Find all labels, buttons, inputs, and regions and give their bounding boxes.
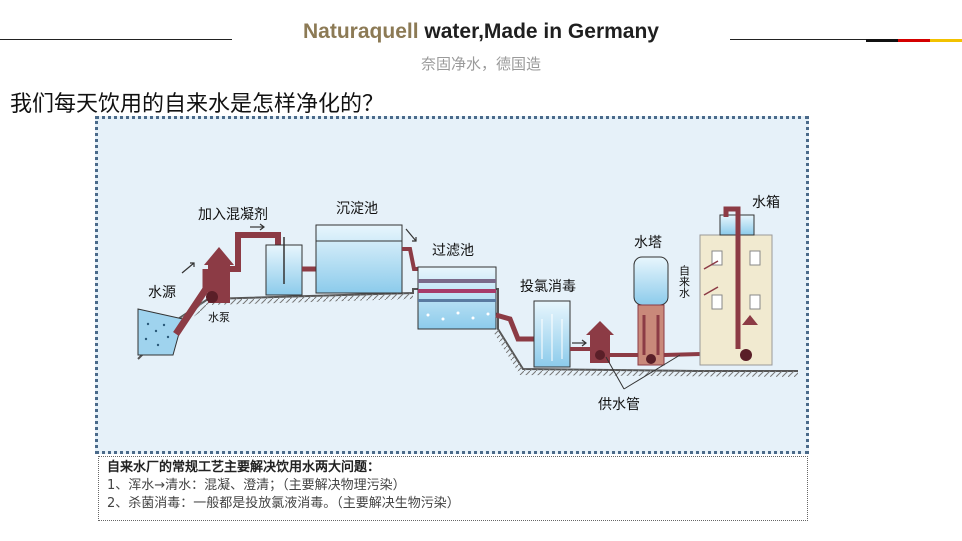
notes-heading: 自来水厂的常规工艺主要解决饮用水两大问题：: [107, 460, 381, 475]
pipe-to-chlorination: [495, 312, 534, 342]
second-pump-body: [590, 333, 610, 363]
brand-name: Naturaquell: [303, 20, 419, 43]
label-source: 水源: [148, 285, 176, 301]
filtration-tank: [417, 266, 497, 330]
title-tagline: water,Made in Germany: [418, 20, 659, 43]
label-water-tank: 水箱: [752, 195, 780, 211]
label-coagulant: 加入混凝剂: [198, 207, 268, 223]
sedimentation-tank: [315, 224, 403, 294]
german-flag-stripe-black: [866, 39, 898, 42]
building-pump: [742, 315, 758, 325]
second-pump-roof: [586, 321, 614, 335]
riser-pipe: [723, 206, 741, 349]
label-chlorination: 投氯消毒: [520, 279, 576, 295]
section-question: 我们每天饮用的自来水是怎样净化的？: [10, 92, 385, 117]
header-right-rule: [730, 39, 866, 40]
german-flag-stripe-red: [898, 39, 930, 42]
label-tap-water: 自来水: [678, 265, 691, 298]
label-supply-pipe: 供水管: [598, 397, 640, 413]
page-subtitle: 奈固净水，德国造: [420, 55, 541, 73]
german-flag-stripe-gold: [930, 39, 962, 42]
notes-box: 自来水厂的常规工艺主要解决饮用水两大问题： 1、浑水→清水：混凝、澄清；（主要解…: [98, 456, 808, 521]
ground-hatch: [178, 293, 413, 325]
pipe-to-filtration: [402, 247, 418, 271]
label-filtration: 过滤池: [432, 243, 474, 259]
water-treatment-diagram: 水源 水泵 加入混凝剂 沉淀池 过滤池 投氯消毒 水塔 水箱 供水管 自来水: [95, 116, 809, 454]
notes-item-2: 2、杀菌消毒：一般都是投放氯液消毒。（主要解决生物污染）: [107, 496, 460, 511]
flow-arrow-source: [181, 262, 195, 274]
label-water-tower: 水塔: [634, 235, 662, 251]
pipe-to-coagulant: [230, 232, 281, 272]
page-title: Naturaquell water,Made in Germany: [0, 20, 962, 44]
pump-wheel: [206, 291, 218, 303]
label-sedimentation: 沉淀池: [336, 201, 378, 217]
header-left-rule: [0, 39, 232, 40]
water-source-pond: [137, 308, 184, 356]
flow-arrow-filtration: [405, 228, 417, 242]
pump-roof: [204, 247, 234, 265]
water-tower-tank: [633, 256, 669, 306]
ground-hatch-low: [494, 329, 798, 377]
supply-pipe-pointers: [605, 354, 681, 390]
notes-item-1: 1、浑水→清水：混凝、澄清；（主要解决物理污染）: [107, 478, 406, 493]
diagram-svg: 水源 水泵 加入混凝剂 沉淀池 过滤池 投氯消毒 水塔 水箱 供水管 自来水: [137, 195, 798, 413]
label-pump: 水泵: [208, 311, 230, 324]
intake-pipe: [173, 269, 210, 336]
